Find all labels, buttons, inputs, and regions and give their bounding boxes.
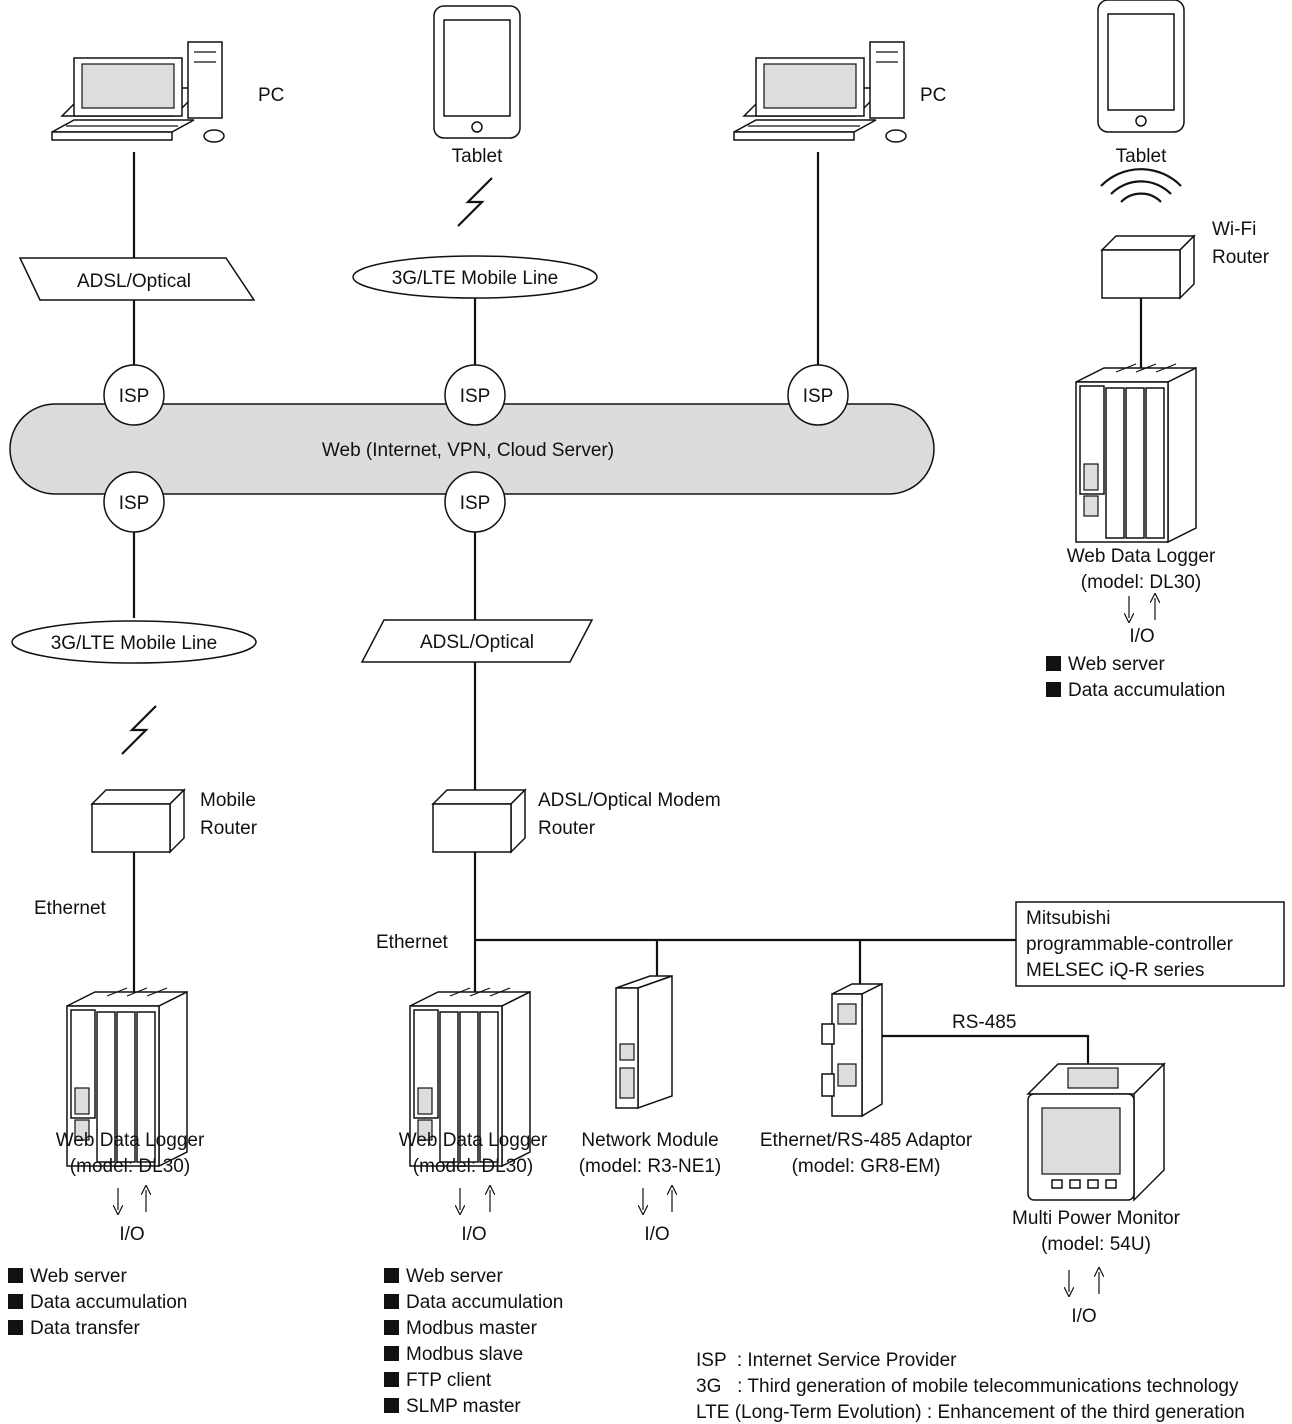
io-label: I/O [461, 1224, 486, 1245]
mobile-line-left-shape [11, 620, 257, 664]
plc-box [1015, 901, 1285, 987]
feature-item: Modbus master [406, 1318, 538, 1339]
pc-left-label: PC [258, 85, 284, 106]
feature-item: FTP client [406, 1370, 492, 1391]
io-label: I/O [644, 1224, 669, 1245]
isp-label: ISP [460, 493, 491, 514]
bullet-square-icon [8, 1320, 23, 1335]
bullet-square-icon [384, 1294, 399, 1309]
modem-router-icon [432, 789, 526, 853]
rs485-label: RS-485 [952, 1012, 1016, 1033]
mobile-router-icon [91, 789, 185, 853]
tablet-center-icon [433, 5, 521, 139]
wifi-router-label-1: Wi-Fi [1212, 219, 1256, 240]
feature-item: SLMP master [406, 1396, 521, 1417]
legend-lte: LTE (Long-Term Evolution) : Enhancement … [696, 1402, 1245, 1423]
bullet-square-icon [1046, 682, 1061, 697]
isp-label: ISP [119, 386, 150, 407]
ne1-name: Network Module [581, 1130, 718, 1151]
tablet-right-label: Tablet [1116, 146, 1167, 167]
feature-item: Data accumulation [1068, 680, 1225, 701]
mobile-router-label-1: Mobile [200, 790, 256, 811]
gr8-name: Ethernet/RS-485 Adaptor [760, 1130, 973, 1151]
isp-circle [444, 364, 506, 426]
bullet-square-icon [384, 1268, 399, 1283]
tablet-right-icon [1097, 0, 1185, 133]
modem-router-label-1: ADSL/Optical Modem [538, 790, 721, 811]
modem-router-label-2: Router [538, 818, 596, 839]
adsl-optical-center-label: ADSL/Optical [420, 632, 534, 653]
bullet-square-icon [384, 1320, 399, 1335]
ne1-model: (model: R3-NE1) [579, 1156, 722, 1177]
bullet-square-icon [384, 1372, 399, 1387]
ethernet-left-label: Ethernet [34, 898, 107, 919]
u54-model: (model: 54U) [1041, 1234, 1151, 1255]
gr8-model: (model: GR8-EM) [792, 1156, 941, 1177]
web-cloud-label: Web (Internet, VPN, Cloud Server) [322, 440, 614, 461]
mobile-line-top-shape [352, 255, 598, 299]
wireless-bolt-icon [121, 705, 157, 755]
tablet-center-label: Tablet [452, 146, 503, 167]
rs485-line [882, 1034, 1090, 1070]
mobile-line-left-label: 3G/LTE Mobile Line [51, 633, 218, 654]
mobile-line-top-label: 3G/LTE Mobile Line [392, 268, 559, 289]
io-label: I/O [1071, 1306, 1096, 1327]
io-label: I/O [1129, 626, 1154, 647]
ethernet-rs485-adaptor-icon [821, 983, 883, 1117]
isp-circle [787, 364, 849, 426]
plc-label-3: MELSEC iQ-R series [1026, 960, 1204, 981]
feature-item: Data accumulation [406, 1292, 563, 1313]
wifi-signal-icon [1120, 192, 1162, 203]
dl30-left-name: Web Data Logger [56, 1130, 205, 1151]
u54-name: Multi Power Monitor [1012, 1208, 1181, 1229]
legend-3g: 3G : Third generation of mobile telecomm… [696, 1376, 1239, 1397]
bullet-square-icon [384, 1398, 399, 1413]
dl30-center-model: (model: DL30) [413, 1156, 533, 1177]
ethernet-center-label: Ethernet [376, 932, 449, 953]
isp-label: ISP [803, 386, 834, 407]
pc-left-icon [51, 41, 225, 143]
mobile-router-label-2: Router [200, 818, 258, 839]
wifi-router-label-2: Router [1212, 247, 1270, 268]
io-label: I/O [119, 1224, 144, 1245]
feature-item: Modbus slave [406, 1344, 523, 1365]
plc-label-1: Mitsubishi [1026, 908, 1110, 929]
adsl-optical-top-label: ADSL/Optical [77, 271, 191, 292]
dl30-left-model: (model: DL30) [70, 1156, 190, 1177]
wireless-bolt-icon [457, 177, 493, 227]
plc-label-2: programmable-controller [1026, 934, 1234, 955]
network-module-icon [615, 975, 673, 1109]
isp-label: ISP [460, 386, 491, 407]
dl30-center-name: Web Data Logger [399, 1130, 548, 1151]
feature-item: Web server [406, 1266, 503, 1287]
adsl-optical-center-shape [360, 619, 594, 663]
dl30-right-model: (model: DL30) [1081, 572, 1201, 593]
web-data-logger-right-icon [1075, 363, 1197, 543]
dl30-right-name: Web Data Logger [1067, 546, 1216, 567]
pc-right-label: PC [920, 85, 946, 106]
pc-right-icon [733, 41, 907, 143]
wifi-router-icon [1101, 235, 1195, 299]
isp-label: ISP [119, 493, 150, 514]
isp-circle [103, 364, 165, 426]
bullet-square-icon [384, 1346, 399, 1361]
adsl-optical-top-shape [18, 257, 256, 301]
multi-power-monitor-icon [1027, 1063, 1165, 1201]
legend-isp: ISP : Internet Service Provider [696, 1350, 957, 1371]
feature-item: Data transfer [30, 1318, 140, 1339]
bullet-square-icon [8, 1294, 23, 1309]
feature-item: Web server [1068, 654, 1165, 675]
feature-item: Web server [30, 1266, 127, 1287]
bullet-square-icon [1046, 656, 1061, 671]
bullet-square-icon [8, 1268, 23, 1283]
feature-item: Data accumulation [30, 1292, 187, 1313]
